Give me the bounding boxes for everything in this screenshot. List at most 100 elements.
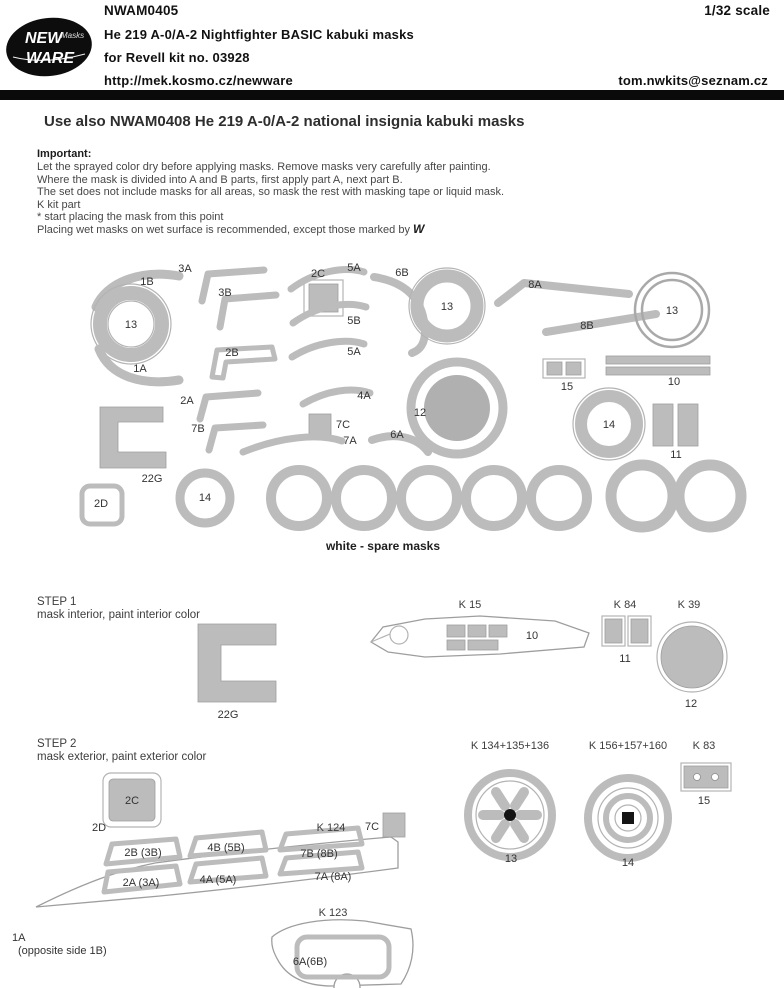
step2-title: STEP 2 [37,738,77,750]
part-label: 7A [343,435,357,447]
part-label: 2B (3B) [124,847,161,859]
mask-7c-step2 [382,812,406,838]
kit-label: K 134+135+136 [471,740,549,752]
notes-heading: Important: [37,148,92,160]
canopy-mask-4a5a [187,855,269,885]
wet-mask-mark: W [413,222,425,237]
step1-description: mask interior, paint interior color [37,609,200,621]
newware-logo: NEW Masks WARE [6,17,92,77]
mask-11-shape [652,403,674,447]
mask-1b-shape [91,269,184,312]
step2-diagram: 2C 2D K 124 7C 2B (3B) 4B (5B) 7B (8B) 2… [12,740,732,988]
step1-title: STEP 1 [37,596,77,608]
part-label: 4A [357,390,371,402]
mask-ring-13-left [93,286,169,362]
part-label: 3A [178,263,192,275]
part-label: 2A [180,395,194,407]
kit-label: K 39 [678,599,701,611]
part-label: 12 [685,698,697,710]
contact-email: tom.nwkits@seznam.cz [618,73,768,88]
note-line: K kit part [37,198,81,211]
part-label: 4B (5B) [207,842,244,854]
part-label: 15 [698,795,710,807]
mask-6a6b-step2 [294,934,392,980]
mask-3b-shape [216,291,280,331]
mask-2c-step2 [108,778,156,822]
mask-15-step2 [683,765,729,789]
mask-10-step1 [446,624,466,638]
part-label: 14 [603,419,615,431]
part-label: 22G [142,473,163,485]
part-label: 5A [347,346,361,358]
note-text: Placing wet masks on wet surface is reco… [37,224,414,237]
part-label: 14 [622,857,634,869]
part-label: 7C [365,821,379,833]
mask-4a-shape [299,386,374,408]
mask-12-step1 [660,625,724,689]
part-label: 2C [125,795,139,807]
part-label: 2A (3A) [123,877,160,889]
spare-masks-caption: white - spare masks [325,539,440,553]
note-line: Where the mask is divided into A and B p… [37,173,403,186]
part-label: 7B (8B) [300,848,337,860]
divider-bar [0,90,784,100]
part-label: 11 [619,653,630,665]
logo-text-masks: Masks [61,31,84,40]
kit-label: K 156+157+160 [589,740,667,752]
canopy-mask-2a3a [101,863,183,895]
mask-8a-shape [494,279,633,307]
kit-reference: for Revell kit no. 03928 [104,50,250,65]
part-label: 7C [336,419,350,431]
kit-label: K 123 [319,907,348,919]
part-label: 13 [666,305,678,317]
part-label: 6B [395,267,408,279]
wheel-13 [464,769,556,861]
part-label: 1A [12,932,26,944]
mask-7b-shape [205,421,267,454]
mask-22g-shape [99,406,167,469]
mask-ring-14 [575,390,643,458]
main-mask-layout: 1B 3A 3B 2C 5A 6B 13 8A 13 13 5B 8B 1A 2… [79,262,747,553]
mask-5b-shape [289,300,370,327]
mask-5a-top-shape [287,266,368,293]
mask-6a-shape [368,432,432,456]
part-label: 2B [225,347,238,359]
canopy-mask-7b8b [277,825,365,853]
kit-label: K 124 [317,822,346,834]
note-line: Let the sprayed color dry before applyin… [37,161,491,174]
mask-8b-shape [542,310,660,336]
part-label: 8B [580,320,593,332]
note-line: Placing wet masks on wet surface is reco… [37,223,504,236]
part-label: 1B [140,276,153,288]
part-label: 13 [441,301,453,313]
part-label: 2C [311,268,325,280]
wheel-14 [584,774,672,862]
kit-label: K 83 [693,740,716,752]
mask-11-step1 [604,618,623,644]
spare-mask-rings [175,459,747,533]
part-label: 11 [670,449,681,461]
mask-2b-shape [209,344,278,381]
part-label: 12 [414,407,426,419]
part-label: 2D [92,822,106,834]
note-line: * start placing the mask from this point [37,211,224,224]
part-label: 15 [561,381,573,393]
part-label: 1A [133,363,147,375]
mask-12-disc [424,375,490,441]
part-label: 2D [94,498,108,510]
part-label: 5A [347,262,361,274]
step1-diagram: K 15 10 22G K 84 11 K 39 12 [197,599,728,721]
canopy-mask-4b5b [187,829,269,859]
step2-description: mask exterior, paint exterior color [37,751,207,763]
mask-7c-shape [308,413,332,437]
part-label: 7A (8A) [315,871,352,883]
mask-ring-13-right [633,271,711,349]
note-line: The set does not include masks for all a… [37,186,505,199]
mask-ring-13-mid [410,269,484,343]
kit-label: K 15 [459,599,482,611]
canopy-mask-7a8a [277,849,365,877]
website-url: http://mek.kosmo.cz/newware [104,73,293,88]
scale-label: 1/32 scale [704,3,770,18]
